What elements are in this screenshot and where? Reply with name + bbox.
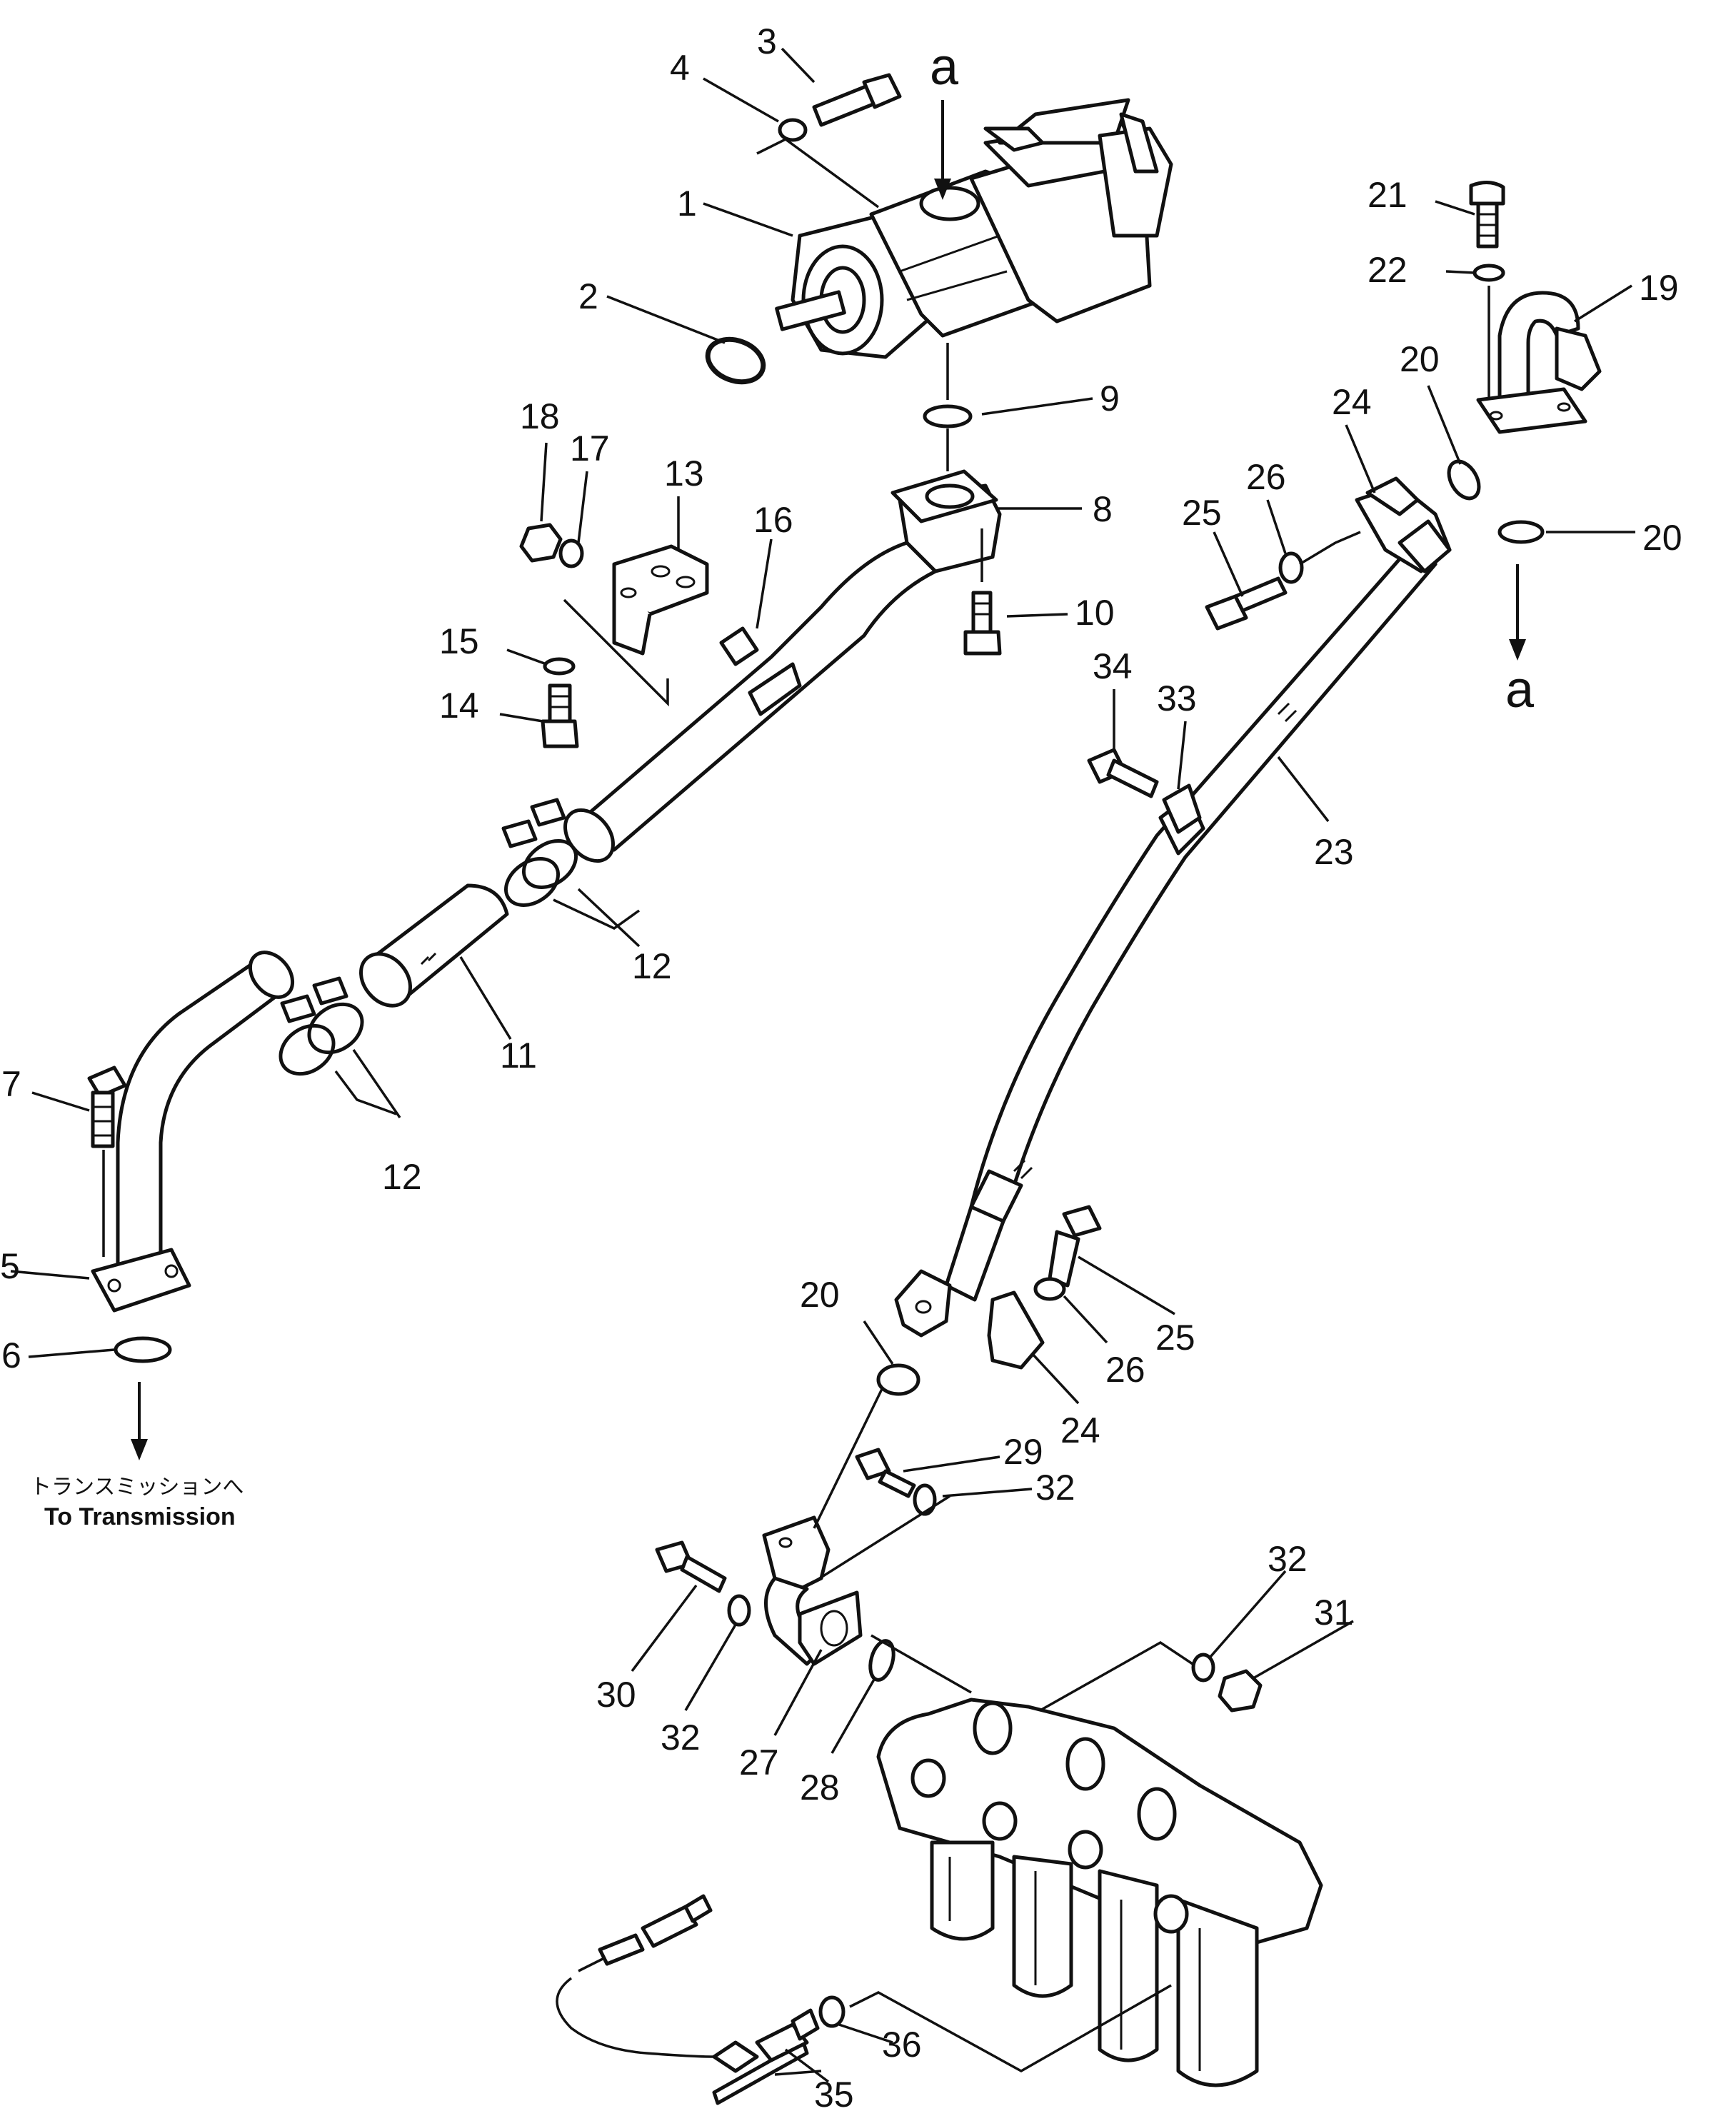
label-23: 23: [1314, 832, 1354, 872]
suction-elbow-5: [91, 951, 295, 1313]
elbow-19: [1476, 291, 1602, 434]
bolt-25-lower: [1048, 1205, 1102, 1288]
label-16: 16: [753, 500, 793, 540]
label-28: 28: [800, 1767, 840, 1807]
label-32-b: 32: [661, 1718, 701, 1758]
arrow-to-transmission: [131, 1382, 148, 1460]
o-ring-9: [923, 404, 973, 428]
label-32-a: 32: [1035, 1468, 1075, 1508]
o-ring-6: [114, 1336, 172, 1363]
label-25-upper: 25: [1182, 493, 1222, 533]
label-1: 1: [677, 184, 697, 224]
clip-33: [1162, 783, 1202, 834]
ref-arrow-a-right: [1509, 564, 1526, 661]
label-36: 36: [882, 2025, 922, 2065]
label-12-upper: 12: [632, 946, 672, 986]
elbow-27: [762, 1515, 863, 1666]
filter-assembly: [876, 1698, 1323, 2087]
o-ring-2: [705, 336, 766, 385]
label-24-lower: 24: [1060, 1410, 1100, 1450]
label-7: 7: [1, 1064, 21, 1104]
leader-lines: [10, 47, 1635, 2083]
ref-arrow-a-top: [934, 100, 951, 200]
bolt-3: [812, 73, 902, 127]
label-20-upper: 20: [1400, 339, 1440, 379]
label-4: 4: [670, 48, 690, 88]
note-japanese: トランスミッションへ: [30, 1475, 244, 1499]
washer-32-c: [1191, 1653, 1215, 1683]
bolt-29: [855, 1448, 916, 1498]
label-10: 10: [1075, 593, 1115, 633]
hose-11: [359, 883, 509, 1008]
label-29: 29: [1003, 1432, 1043, 1472]
washer-32-a: [913, 1483, 937, 1516]
o-ring-20-lower: [876, 1363, 920, 1396]
ref-label-a-top: a: [930, 39, 959, 96]
clip-24-lower: [987, 1290, 1045, 1370]
label-22: 22: [1368, 250, 1408, 290]
nut-18: [519, 523, 563, 563]
washer-32-b: [727, 1594, 751, 1627]
label-31: 31: [1314, 1593, 1354, 1633]
label-5: 5: [0, 1246, 20, 1286]
label-20-lower: 20: [800, 1275, 840, 1315]
o-ring-20-upper: [1447, 459, 1481, 501]
bolt-30: [655, 1540, 727, 1593]
hose-clamp-12-lower: [279, 976, 364, 1076]
hose-23: [894, 483, 1452, 1338]
hose-clamp-12-upper: [501, 798, 578, 907]
label-26-upper: 26: [1246, 457, 1286, 497]
label-19: 19: [1639, 268, 1679, 308]
o-ring-20-right: [1497, 520, 1545, 544]
bolt-7: [87, 1065, 127, 1148]
part-labels: 1 2 3 4 5 6 7 8 9 10 11 12 12 13 14 15 1…: [0, 21, 1682, 2115]
label-26-lower: 26: [1105, 1350, 1145, 1390]
bolt-25-upper: [1205, 576, 1288, 631]
washer-26-lower: [1033, 1277, 1066, 1301]
label-17: 17: [570, 428, 610, 468]
washer-17: [558, 538, 584, 568]
label-11: 11: [500, 1036, 537, 1075]
label-18: 18: [520, 396, 560, 436]
ref-label-a-right: a: [1505, 661, 1535, 718]
label-20-right: 20: [1642, 518, 1682, 558]
washer-4: [778, 118, 808, 142]
label-15: 15: [439, 621, 479, 661]
bolt-14: [541, 683, 579, 748]
label-25-lower: 25: [1155, 1318, 1195, 1358]
sensor-35: [556, 1894, 820, 2105]
nut-31: [1218, 1669, 1263, 1713]
label-33: 33: [1157, 678, 1197, 718]
label-27: 27: [739, 1743, 779, 1782]
label-14: 14: [439, 686, 479, 726]
label-24-upper: 24: [1332, 382, 1372, 422]
label-8: 8: [1093, 489, 1113, 529]
washer-36: [818, 1995, 846, 2028]
label-35: 35: [814, 2075, 854, 2112]
bolt-10: [963, 591, 1002, 656]
suction-tube-8: [563, 469, 1002, 863]
o-ring-28: [868, 1639, 895, 1682]
label-21: 21: [1368, 175, 1408, 215]
bolt-34: [1087, 748, 1159, 798]
label-13: 13: [664, 453, 704, 493]
bracket-13: [612, 544, 709, 656]
label-30: 30: [596, 1675, 636, 1715]
hydraulic-pump: [775, 98, 1173, 359]
label-34: 34: [1093, 646, 1133, 686]
clip-24-upper: [1365, 476, 1420, 516]
washer-22: [1472, 264, 1505, 282]
washer-15: [543, 657, 576, 676]
label-2: 2: [578, 276, 598, 316]
label-12-lower: 12: [382, 1157, 422, 1197]
label-32-c: 32: [1268, 1539, 1308, 1579]
label-9: 9: [1100, 378, 1120, 418]
bolt-21: [1469, 181, 1505, 249]
label-3: 3: [757, 21, 777, 61]
washer-26-upper: [1278, 551, 1304, 584]
note-english: To Transmission: [44, 1503, 236, 1530]
label-6: 6: [1, 1335, 21, 1375]
